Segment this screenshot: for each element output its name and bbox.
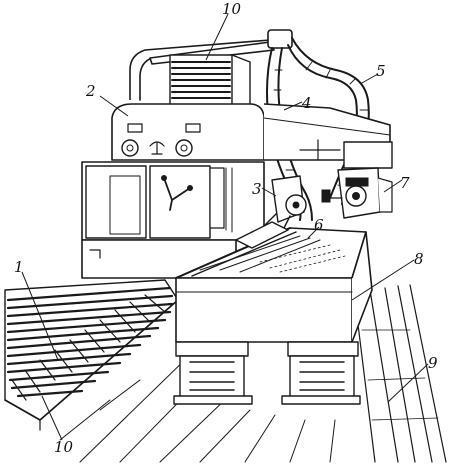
work-table [175,221,373,343]
callout-10-top: 10 [222,0,242,18]
leader-lines [21,13,429,441]
callout-9: 9 [428,354,438,372]
callout-1: 1 [14,258,24,276]
callout-3: 3 [252,180,262,198]
table-supports [173,341,361,405]
callout-6: 6 [314,216,324,234]
stacked-panels [6,286,174,401]
input-conveyor [4,279,179,431]
callout-7: 7 [400,174,410,192]
callout-4: 4 [301,94,312,112]
callout-labels: 1 2 3 4 5 6 7 8 9 10 10 [14,0,438,456]
cutting-unit [261,167,393,233]
callout-5: 5 [376,62,386,80]
machine-head [111,103,393,169]
machine-body [81,161,265,279]
callout-8: 8 [414,250,424,268]
floor-planks [59,284,447,463]
overhead-feeder [129,29,293,106]
callout-10-bottom: 10 [54,438,74,456]
callout-2: 2 [85,82,96,100]
hopper-sheets [171,61,231,99]
